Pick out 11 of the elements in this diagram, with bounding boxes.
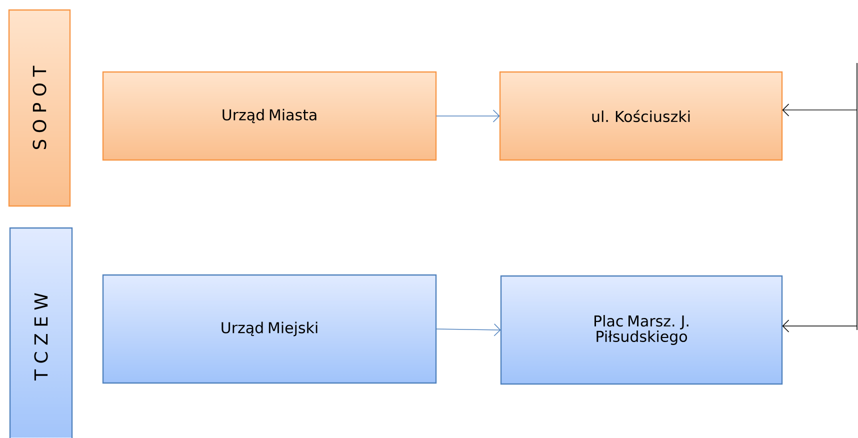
process-box: Urząd Miejski — [102, 274, 437, 384]
arrow — [436, 110, 500, 122]
connector-line — [856, 62, 858, 330]
group-band: S O P O T — [8, 9, 71, 207]
arrow — [436, 324, 501, 336]
group-band: T C Z E W — [9, 227, 73, 438]
process-box: ul. Kościuszki — [499, 71, 783, 161]
arrow — [782, 320, 858, 332]
arrow — [782, 104, 858, 116]
process-box: Urząd Miasta — [102, 71, 437, 161]
process-box: Plac Marsz. J. Piłsudskiego — [500, 275, 783, 385]
